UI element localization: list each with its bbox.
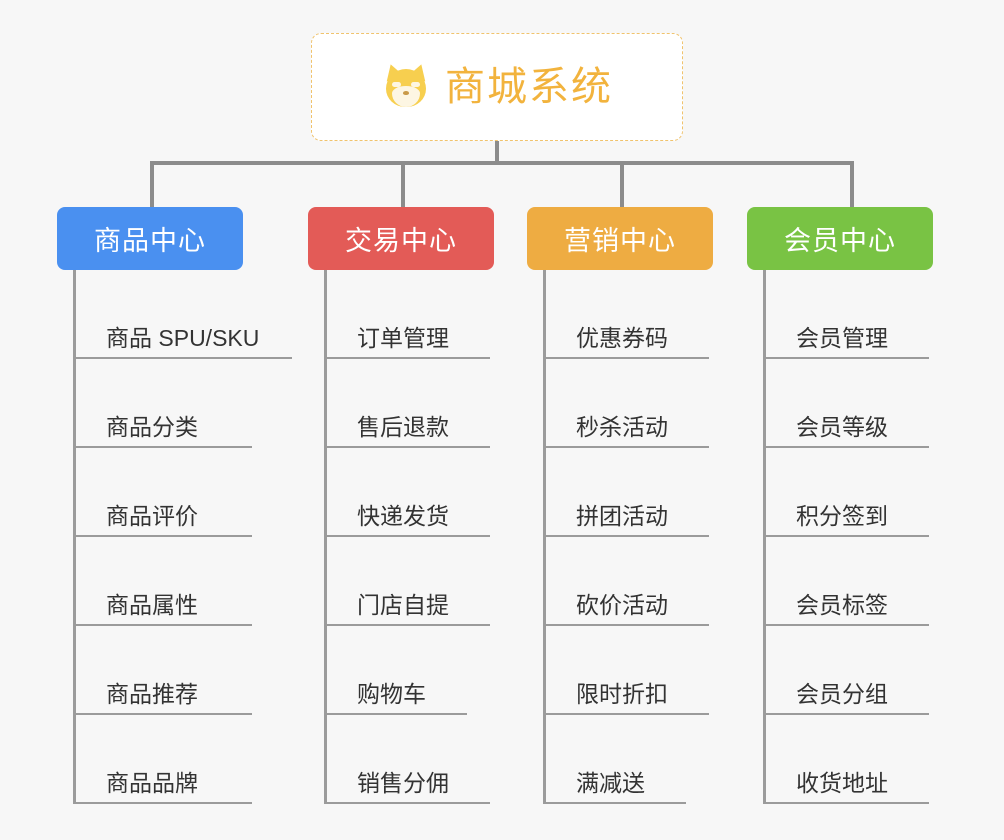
list-item[interactable]: 优惠券码 (543, 270, 709, 359)
list-item[interactable]: 满减送 (543, 715, 686, 804)
list-item[interactable]: 秒杀活动 (543, 359, 709, 448)
branch-header-label-1: 商品中心 (94, 226, 206, 256)
leaf-list-4: 会员管理 会员等级 积分签到 会员标签 会员分组 收货地址 (763, 270, 929, 804)
branch-column-2: 交易中心 订单管理 售后退款 快递发货 门店自提 购物车 销售分佣 (308, 207, 508, 804)
leaf-label: 门店自提 (357, 591, 449, 618)
list-item[interactable]: 会员分组 (763, 626, 929, 715)
list-item[interactable]: 商品 SPU/SKU (73, 270, 292, 359)
leaf-label: 拼团活动 (576, 502, 668, 529)
list-item[interactable]: 销售分佣 (324, 715, 490, 804)
dog-nose (403, 91, 409, 95)
list-item[interactable]: 商品属性 (73, 537, 252, 626)
dog-muzzle (392, 86, 420, 107)
branch-column-1: 商品中心 商品 SPU/SKU 商品分类 商品评价 商品属性 商品推荐 商品品牌 (57, 207, 292, 804)
connector-drop-3 (620, 161, 624, 208)
connector-drop-1 (150, 161, 154, 208)
leaf-label: 收货地址 (796, 769, 888, 796)
root-node[interactable]: 商城系统 (311, 33, 683, 141)
leaf-label: 积分签到 (796, 502, 888, 529)
branch-spine-2 (324, 270, 327, 804)
list-item[interactable]: 会员等级 (763, 359, 929, 448)
list-item[interactable]: 会员管理 (763, 270, 929, 359)
list-item[interactable]: 商品品牌 (73, 715, 252, 804)
list-item[interactable]: 购物车 (324, 626, 467, 715)
dog-eye-left (392, 82, 401, 87)
leaf-label: 商品评价 (106, 502, 198, 529)
leaf-label: 商品分类 (106, 413, 198, 440)
list-item[interactable]: 收货地址 (763, 715, 929, 804)
branch-spine-1 (73, 270, 76, 804)
branch-header-label-4: 会员中心 (784, 226, 896, 256)
list-item[interactable]: 门店自提 (324, 537, 490, 626)
connector-root-stub (495, 141, 499, 164)
list-item[interactable]: 拼团活动 (543, 448, 709, 537)
leaf-label: 满减送 (576, 769, 645, 796)
list-item[interactable]: 商品评价 (73, 448, 252, 537)
connector-drop-4 (850, 161, 854, 208)
leaf-label: 会员等级 (796, 413, 888, 440)
branch-header-3[interactable]: 营销中心 (527, 207, 713, 270)
list-item[interactable]: 积分签到 (763, 448, 929, 537)
leaf-label: 会员标签 (796, 591, 888, 618)
connector-horizontal-bus (150, 161, 854, 165)
leaf-list-3: 优惠券码 秒杀活动 拼团活动 砍价活动 限时折扣 满减送 (543, 270, 709, 804)
dog-eye-right (411, 82, 420, 87)
branch-spine-3 (543, 270, 546, 804)
branch-header-label-2: 交易中心 (345, 226, 457, 256)
leaf-label: 优惠券码 (576, 324, 668, 351)
branch-spine-4 (763, 270, 766, 804)
list-item[interactable]: 限时折扣 (543, 626, 709, 715)
list-item[interactable]: 砍价活动 (543, 537, 709, 626)
leaf-label: 购物车 (357, 680, 426, 707)
list-item[interactable]: 商品分类 (73, 359, 252, 448)
branch-header-4[interactable]: 会员中心 (747, 207, 933, 270)
list-item[interactable]: 订单管理 (324, 270, 490, 359)
list-item[interactable]: 快递发货 (324, 448, 490, 537)
leaf-list-2: 订单管理 售后退款 快递发货 门店自提 购物车 销售分佣 (324, 270, 490, 804)
leaf-label: 商品品牌 (106, 769, 198, 796)
branch-column-4: 会员中心 会员管理 会员等级 积分签到 会员标签 会员分组 收货地址 (747, 207, 947, 804)
leaf-label: 快递发货 (357, 502, 449, 529)
branch-header-2[interactable]: 交易中心 (308, 207, 494, 270)
leaf-label: 限时折扣 (576, 680, 668, 707)
leaf-label: 砍价活动 (576, 591, 668, 618)
leaf-label: 会员分组 (796, 680, 888, 707)
list-item[interactable]: 商品推荐 (73, 626, 252, 715)
leaf-label: 订单管理 (357, 324, 449, 351)
leaf-list-1: 商品 SPU/SKU 商品分类 商品评价 商品属性 商品推荐 商品品牌 (73, 270, 292, 804)
branch-header-1[interactable]: 商品中心 (57, 207, 243, 270)
leaf-label: 商品 SPU/SKU (106, 324, 260, 351)
list-item[interactable]: 售后退款 (324, 359, 490, 448)
leaf-label: 秒杀活动 (576, 413, 668, 440)
leaf-label: 商品属性 (106, 591, 198, 618)
branch-column-3: 营销中心 优惠券码 秒杀活动 拼团活动 砍价活动 限时折扣 满减送 (527, 207, 727, 804)
leaf-label: 销售分佣 (357, 769, 449, 796)
list-item[interactable]: 会员标签 (763, 537, 929, 626)
root-title: 商城系统 (445, 65, 613, 109)
leaf-label: 售后退款 (357, 413, 449, 440)
shiba-dog-icon (381, 61, 431, 112)
branch-header-label-3: 营销中心 (564, 226, 676, 256)
connector-drop-2 (401, 161, 405, 208)
leaf-label: 商品推荐 (106, 680, 198, 707)
leaf-label: 会员管理 (796, 324, 888, 351)
